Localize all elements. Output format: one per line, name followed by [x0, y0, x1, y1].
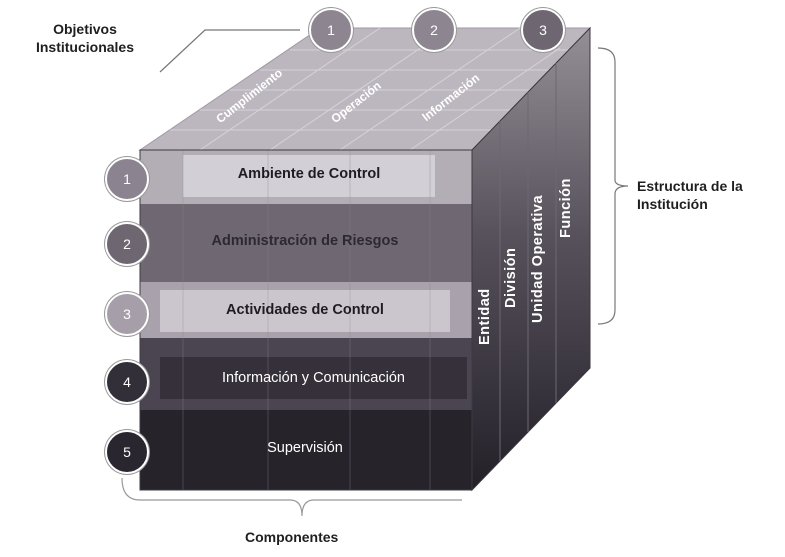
estructura-label-funcion: Función [558, 178, 574, 238]
estructura-title: Estructura de la Institución [637, 177, 743, 213]
componente-number-2: 2 [105, 222, 149, 266]
row-band-2 [140, 204, 472, 282]
row-bar-1 [183, 155, 435, 197]
row-bar-3 [160, 290, 450, 332]
objetivo-number-3: 3 [521, 8, 565, 52]
componentes-title: Componentes [245, 529, 339, 545]
objetivos-title-line2: Institucionales [35, 39, 135, 55]
componente-label-actividades: Actividades de Control [226, 302, 384, 318]
estructura-label-entidad: Entidad [477, 288, 493, 345]
cube-side-grid [499, 63, 557, 461]
objetivos-title-line1: Objetivos [53, 21, 117, 37]
componente-number-3: 3 [105, 292, 149, 336]
componente-label-riesgos: Administración de Riesgos [211, 233, 399, 249]
estructura-title-line1: Estructura de la [637, 178, 743, 194]
componentes-bracket [121, 477, 462, 517]
componente-number-4: 4 [105, 360, 149, 404]
componente-label-informacion: Información y Comunicación [222, 370, 405, 386]
cube-front-grid [182, 150, 431, 490]
objetivo-number-1: 1 [309, 8, 353, 52]
estructura-label-unidad: Unidad Operativa [530, 194, 546, 323]
estructura-title-line2: Institución [637, 196, 708, 212]
objetivo-number-2: 2 [412, 8, 456, 52]
objetivos-connector [159, 29, 300, 73]
componente-label-supervision: Supervisión [267, 440, 343, 456]
componente-number-1: 1 [105, 157, 149, 201]
row-bar-4 [160, 357, 467, 399]
row-band-5 [140, 410, 472, 490]
objetivos-title: Objetivos Institucionales [10, 20, 160, 56]
componente-number-5: 5 [105, 430, 149, 474]
estructura-label-division: División [503, 247, 519, 308]
estructura-bracket [597, 47, 629, 325]
componente-label-ambiente: Ambiente de Control [237, 166, 381, 182]
